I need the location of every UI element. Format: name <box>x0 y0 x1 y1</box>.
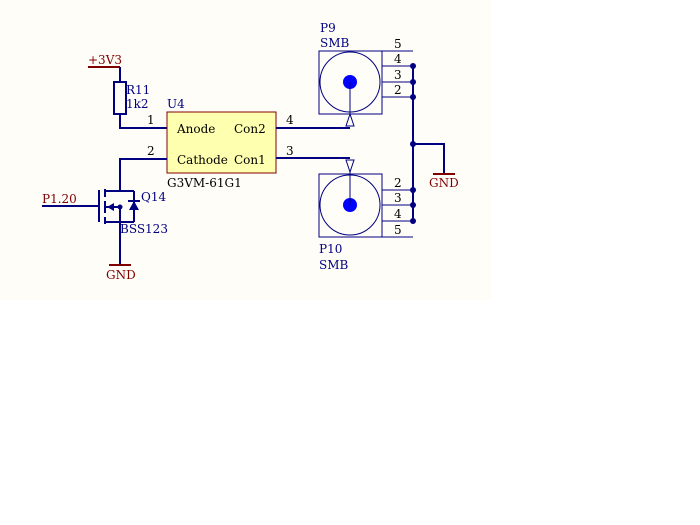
q14-part-number: BSS123 <box>120 222 168 236</box>
vcc-label: +3V3 <box>88 53 122 67</box>
junction-dot <box>410 79 416 85</box>
u4-designator: U4 <box>167 97 185 111</box>
u4-pin-cathode-label: Cathode <box>177 153 228 167</box>
mosfet-q14[interactable]: Q14 BSS123 <box>98 189 168 236</box>
vcc-power-port[interactable]: +3V3 <box>88 53 122 68</box>
u4-pin1-number: 1 <box>147 113 155 127</box>
q14-designator: Q14 <box>141 190 166 204</box>
junction-dot <box>410 187 416 193</box>
p10-designator: P10 <box>319 242 342 256</box>
p9-pin-5: 5 <box>394 37 402 51</box>
junction-dot <box>410 94 416 100</box>
p9-designator: P9 <box>320 21 336 35</box>
u4-pin2-number: 2 <box>147 144 155 158</box>
connector-p10[interactable]: 2 3 4 5 P10 SMB <box>318 159 413 272</box>
wire-shield-gnd <box>413 143 445 174</box>
p10-pin-5: 5 <box>394 223 402 237</box>
net-label-p1-20-text: P1.20 <box>42 192 77 206</box>
p9-pin-2: 2 <box>394 83 402 97</box>
gnd-right-label: GND <box>429 176 459 190</box>
optorelay-u4[interactable]: U4 Anode Cathode Con2 Con1 G3VM-61G1 <box>166 97 277 190</box>
connector-p9[interactable]: P9 SMB 5 4 3 2 <box>318 21 413 127</box>
gnd-left-label: GND <box>106 268 136 282</box>
gnd-power-port-right[interactable]: GND <box>429 173 459 190</box>
p9-part: SMB <box>320 36 350 50</box>
p10-pin-2: 2 <box>394 176 402 190</box>
u4-pin-con2-label: Con2 <box>234 122 266 136</box>
gnd-power-port-left[interactable]: GND <box>106 264 136 282</box>
junction-dot <box>410 141 416 147</box>
p10-pin-3: 3 <box>394 191 402 205</box>
r11-value: 1k2 <box>126 97 149 111</box>
p9-pin-3: 3 <box>394 68 402 82</box>
wire-cathode-q14 <box>119 158 167 190</box>
u4-part-number: G3VM-61G1 <box>167 176 242 190</box>
r11-designator: R11 <box>126 83 150 97</box>
u4-pin-con1-label: Con1 <box>234 153 266 167</box>
junction-dot <box>410 218 416 224</box>
u4-pin4-number: 4 <box>286 113 294 127</box>
u4-pin3-number: 3 <box>286 144 294 158</box>
junctions <box>117 63 416 224</box>
junction-dot <box>117 204 123 210</box>
junction-dot <box>410 202 416 208</box>
net-label-p1-20[interactable]: P1.20 <box>42 192 99 207</box>
u4-pin-anode-label: Anode <box>176 122 215 136</box>
p9-pin-4: 4 <box>394 52 402 66</box>
junction-dot <box>410 63 416 69</box>
p10-pin-4: 4 <box>394 207 402 221</box>
wire-r11-anode <box>119 114 167 129</box>
p10-part: SMB <box>319 258 349 272</box>
